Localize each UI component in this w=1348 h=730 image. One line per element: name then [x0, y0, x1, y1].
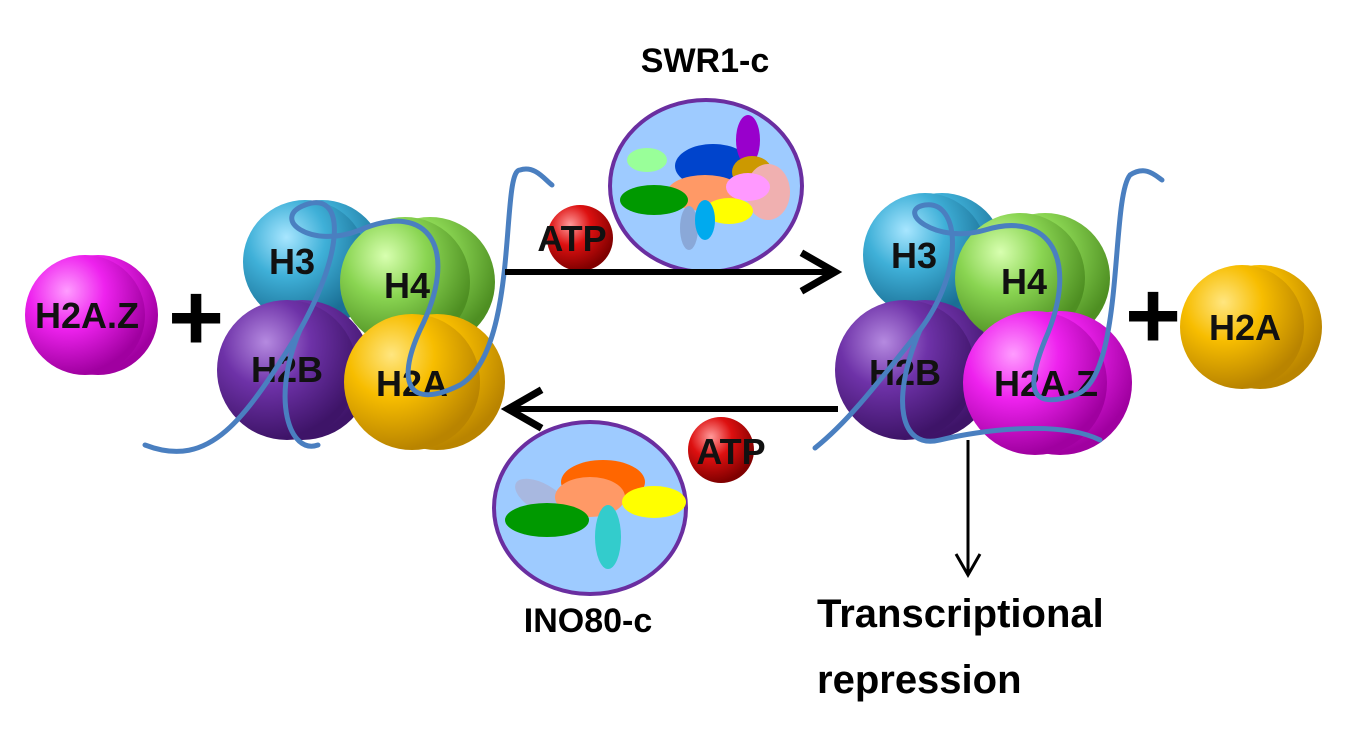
plus-right: + [1125, 262, 1181, 369]
free-h2a-label: H2A [1209, 307, 1281, 348]
plus-left: + [168, 264, 224, 371]
atp-bottom-molecule: ATP [688, 417, 766, 483]
right-h3-label: H3 [891, 235, 937, 276]
right-dna-strand [812, 168, 1165, 451]
free-h2az-histone: H2A.Z [25, 255, 158, 375]
ino80-complex-label: INO80-c [524, 602, 653, 640]
swr1-complex [608, 98, 804, 274]
left-h2a-histone: H2A [344, 314, 505, 450]
atp-top-molecule: ATP [537, 205, 613, 271]
atp-bottom-label: ATP [696, 431, 765, 472]
right-h4-label: H4 [1001, 261, 1047, 302]
atp-top-label: ATP [537, 218, 606, 259]
outcome-line-2: repression [817, 658, 1022, 702]
outcome-line-1: Transcriptional [817, 592, 1104, 636]
free-h2a-histone: H2A [1180, 265, 1322, 389]
ino80-complex [492, 420, 688, 596]
left-h3-label: H3 [269, 241, 315, 282]
nucleosome-right: H3 H2B H4 H2A.Z [812, 168, 1165, 455]
nucleosome-left: H3 H2B H4 H2A [142, 166, 555, 454]
left-h4-label: H4 [384, 265, 430, 306]
free-h2az-label: H2A.Z [35, 295, 139, 336]
swr1-complex-label: SWR1-c [641, 42, 769, 80]
